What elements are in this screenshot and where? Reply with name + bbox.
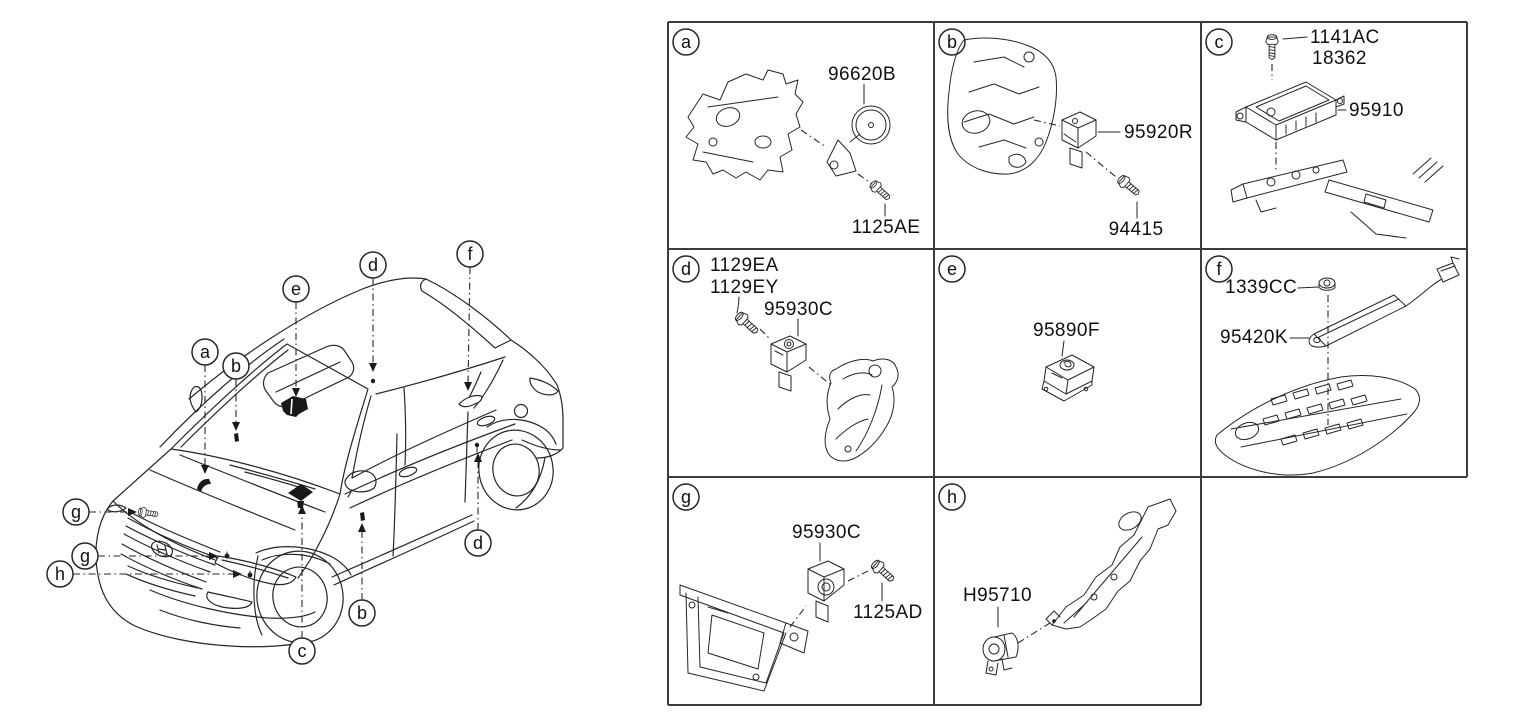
panel-f-antenna-art <box>1308 256 1460 348</box>
callout-g-lower: g <box>71 542 99 570</box>
panel-g: g 95930C 1125AD <box>672 483 923 692</box>
panel-f-floor-art <box>1214 375 1420 476</box>
panel-c-frame-art <box>1230 157 1444 239</box>
part-label-95930C-d: 95930C <box>764 299 833 320</box>
panel-a: a 96620B 1125AE <box>672 28 921 238</box>
panel-a-badge: a <box>681 32 692 52</box>
panel-c-module-art <box>1235 81 1345 141</box>
panel-h-badge: h <box>947 487 957 507</box>
panel-b: b 95920R 94415 <box>938 28 1193 240</box>
callout-g-lower-letter: g <box>80 546 90 566</box>
part-label-95930C-g: 95930C <box>792 522 861 543</box>
part-label-95910: 95910 <box>1349 100 1404 121</box>
sensor-location-marks <box>137 378 480 578</box>
panel-a-horn-art <box>826 105 891 177</box>
panel-h: h H95710 <box>938 483 1177 676</box>
part-label-96620B: 96620B <box>828 64 896 85</box>
panel-c: c 1141AC 18362 95910 <box>1205 27 1444 239</box>
panel-c-badge: c <box>1215 32 1224 52</box>
callout-f: f <box>456 240 484 268</box>
callout-e-letter: e <box>291 279 301 299</box>
callout-b-top-letter: b <box>231 356 241 376</box>
part-label-1339CC: 1339CC <box>1225 277 1297 298</box>
part-label-1125AE: 1125AE <box>852 217 921 238</box>
panel-g-badge: g <box>681 487 691 507</box>
callout-h-letter: h <box>55 564 65 584</box>
callout-b-bottom-letter: b <box>357 603 367 623</box>
panel-b-door-art <box>947 37 1057 175</box>
vehicle-illustration: a b e d f g g h c b d <box>46 240 564 665</box>
callout-c: c <box>288 637 316 665</box>
panel-d-badge: d <box>681 259 691 279</box>
part-label-1129EY: 1129EY <box>710 277 779 298</box>
panel-b-badge: b <box>947 32 957 52</box>
callout-g-upper: g <box>62 498 90 526</box>
callout-d-bottom-letter: d <box>473 533 483 553</box>
callout-f-letter: f <box>467 244 473 264</box>
panel-d-sensor-art <box>770 335 807 392</box>
callout-d-top-letter: d <box>368 255 378 275</box>
panel-f-nut-art <box>1318 277 1336 291</box>
part-label-95420K: 95420K <box>1220 327 1288 348</box>
part-label-95920R: 95920R <box>1124 122 1193 143</box>
callout-h: h <box>46 560 74 588</box>
panel-d-pillar-art <box>824 358 899 462</box>
panel-grid <box>667 21 1468 706</box>
callout-e: e <box>282 275 310 303</box>
callout-b-bottom: b <box>348 599 376 627</box>
part-label-1125AD: 1125AD <box>853 602 923 623</box>
panel-g-carrier-art <box>679 584 809 692</box>
part-label-1129EA: 1129EA <box>710 255 779 276</box>
vehicle-callouts: a b e d f g g h c b d <box>46 240 492 665</box>
panel-f: f 1339CC 95420K <box>1205 255 1460 476</box>
callout-d-top: d <box>359 251 387 279</box>
panel-f-badge: f <box>1216 259 1222 279</box>
callout-d-bottom: d <box>464 529 492 557</box>
panel-a-apron-art <box>685 69 804 181</box>
part-label-18362: 18362 <box>1312 48 1367 69</box>
panel-e: e 95890F <box>938 255 1100 402</box>
panel-b-sensor-art <box>1061 111 1097 169</box>
callout-b-top: b <box>222 352 250 380</box>
callout-a: a <box>191 338 219 366</box>
panel-h-member-art <box>1045 498 1177 630</box>
callout-c-letter: c <box>298 641 307 661</box>
panel-e-sensor-art <box>1041 354 1095 402</box>
part-label-94415: 94415 <box>1109 219 1164 240</box>
panel-d: d 1129EA 1129EY 95930C <box>672 255 899 462</box>
panel-g-sensor-art <box>807 560 845 623</box>
part-label-H95710: H95710 <box>963 585 1032 606</box>
part-label-95890F: 95890F <box>1033 320 1100 341</box>
callout-g-upper-letter: g <box>71 502 81 522</box>
panel-h-sensor-art <box>982 632 1019 676</box>
callout-a-letter: a <box>200 342 211 362</box>
panel-e-badge: e <box>947 259 957 279</box>
callout-leaders <box>73 266 482 638</box>
part-label-1141AC: 1141AC <box>1310 27 1380 48</box>
